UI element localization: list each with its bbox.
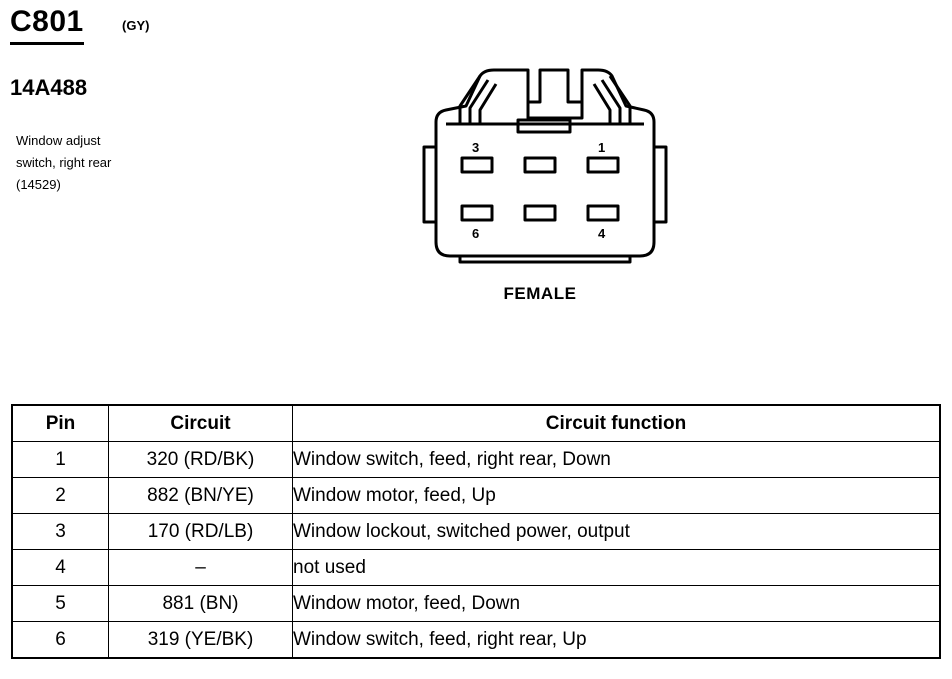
- table-row: 1 320 (RD/BK) Window switch, feed, right…: [11, 441, 941, 478]
- latch: [526, 102, 584, 120]
- description-line: (14529): [16, 177, 61, 192]
- connector-color-code: (GY): [122, 18, 150, 33]
- pin-cell: 1: [11, 441, 109, 478]
- pin-cell: 2: [11, 477, 109, 514]
- left-latch-finger-back: [478, 83, 498, 124]
- description-line: switch, right rear: [16, 155, 112, 170]
- right-latch-finger-inner: [600, 79, 622, 124]
- cavity-label-6: 6: [472, 226, 479, 241]
- cavity-4: [586, 204, 620, 222]
- left-latch-finger-inner: [468, 79, 490, 124]
- table-row: 5 881 (BN) Window motor, feed, Down: [11, 585, 941, 622]
- right-side-tab: [654, 145, 668, 224]
- function-cell: Window motor, feed, Up: [292, 477, 941, 514]
- right-latch-finger-back: [592, 83, 612, 124]
- pinout-table: Pin Circuit Circuit function 1 320 (RD/B…: [11, 404, 941, 659]
- circuit-cell: 320 (RD/BK): [108, 441, 293, 478]
- circuit-cell: 881 (BN): [108, 585, 293, 622]
- circuit-cell: 319 (YE/BK): [108, 621, 293, 659]
- connector-gender-label: FEMALE: [503, 284, 577, 303]
- circuit-cell: 882 (BN/YE): [108, 477, 293, 514]
- function-cell: not used: [292, 549, 941, 586]
- header-circuit-function: Circuit function: [292, 404, 941, 442]
- function-cell: Window motor, feed, Down: [292, 585, 941, 622]
- pin-cell: 6: [11, 621, 109, 659]
- cavity-label-1: 1: [598, 140, 605, 155]
- table-row: 6 319 (YE/BK) Window switch, feed, right…: [11, 621, 941, 659]
- cavity-6: [460, 204, 494, 222]
- circuit-cell: 170 (RD/LB): [108, 513, 293, 550]
- header-circuit: Circuit: [108, 404, 293, 442]
- left-latch-finger: [458, 75, 482, 124]
- function-cell: Window switch, feed, right rear, Down: [292, 441, 941, 478]
- table-row: 3 170 (RD/LB) Window lockout, switched p…: [11, 513, 941, 550]
- pin-cell: 5: [11, 585, 109, 622]
- pin-cell: 3: [11, 513, 109, 550]
- connector-id: C801: [10, 4, 84, 45]
- pin-cell: 4: [11, 549, 109, 586]
- cavity-label-4: 4: [598, 226, 606, 241]
- table-row: 4 – not used: [11, 549, 941, 586]
- table-header-row: Pin Circuit Circuit function: [11, 404, 941, 442]
- part-number: 14A488: [10, 75, 88, 100]
- cavity-2: [523, 156, 557, 174]
- function-cell: Window lockout, switched power, output: [292, 513, 941, 550]
- cavity-5: [523, 204, 557, 222]
- connector-body: [434, 68, 656, 258]
- header-pin: Pin: [11, 404, 109, 442]
- left-side-tab: [422, 145, 436, 224]
- circuit-cell: –: [108, 549, 293, 586]
- cavity-1: [586, 156, 620, 174]
- function-cell: Window switch, feed, right rear, Up: [292, 621, 941, 659]
- connector-base: [458, 256, 632, 264]
- right-latch-finger: [608, 75, 632, 124]
- description-line: Window adjust: [16, 133, 101, 148]
- table-row: 2 882 (BN/YE) Window motor, feed, Up: [11, 477, 941, 514]
- component-description: Window adjust switch, right rear (14529): [16, 130, 176, 196]
- cavity-label-3: 3: [472, 140, 479, 155]
- connector-face-diagram: 3 1 6 4: [422, 68, 668, 264]
- cavity-3: [460, 156, 494, 174]
- latch-button: [516, 118, 572, 134]
